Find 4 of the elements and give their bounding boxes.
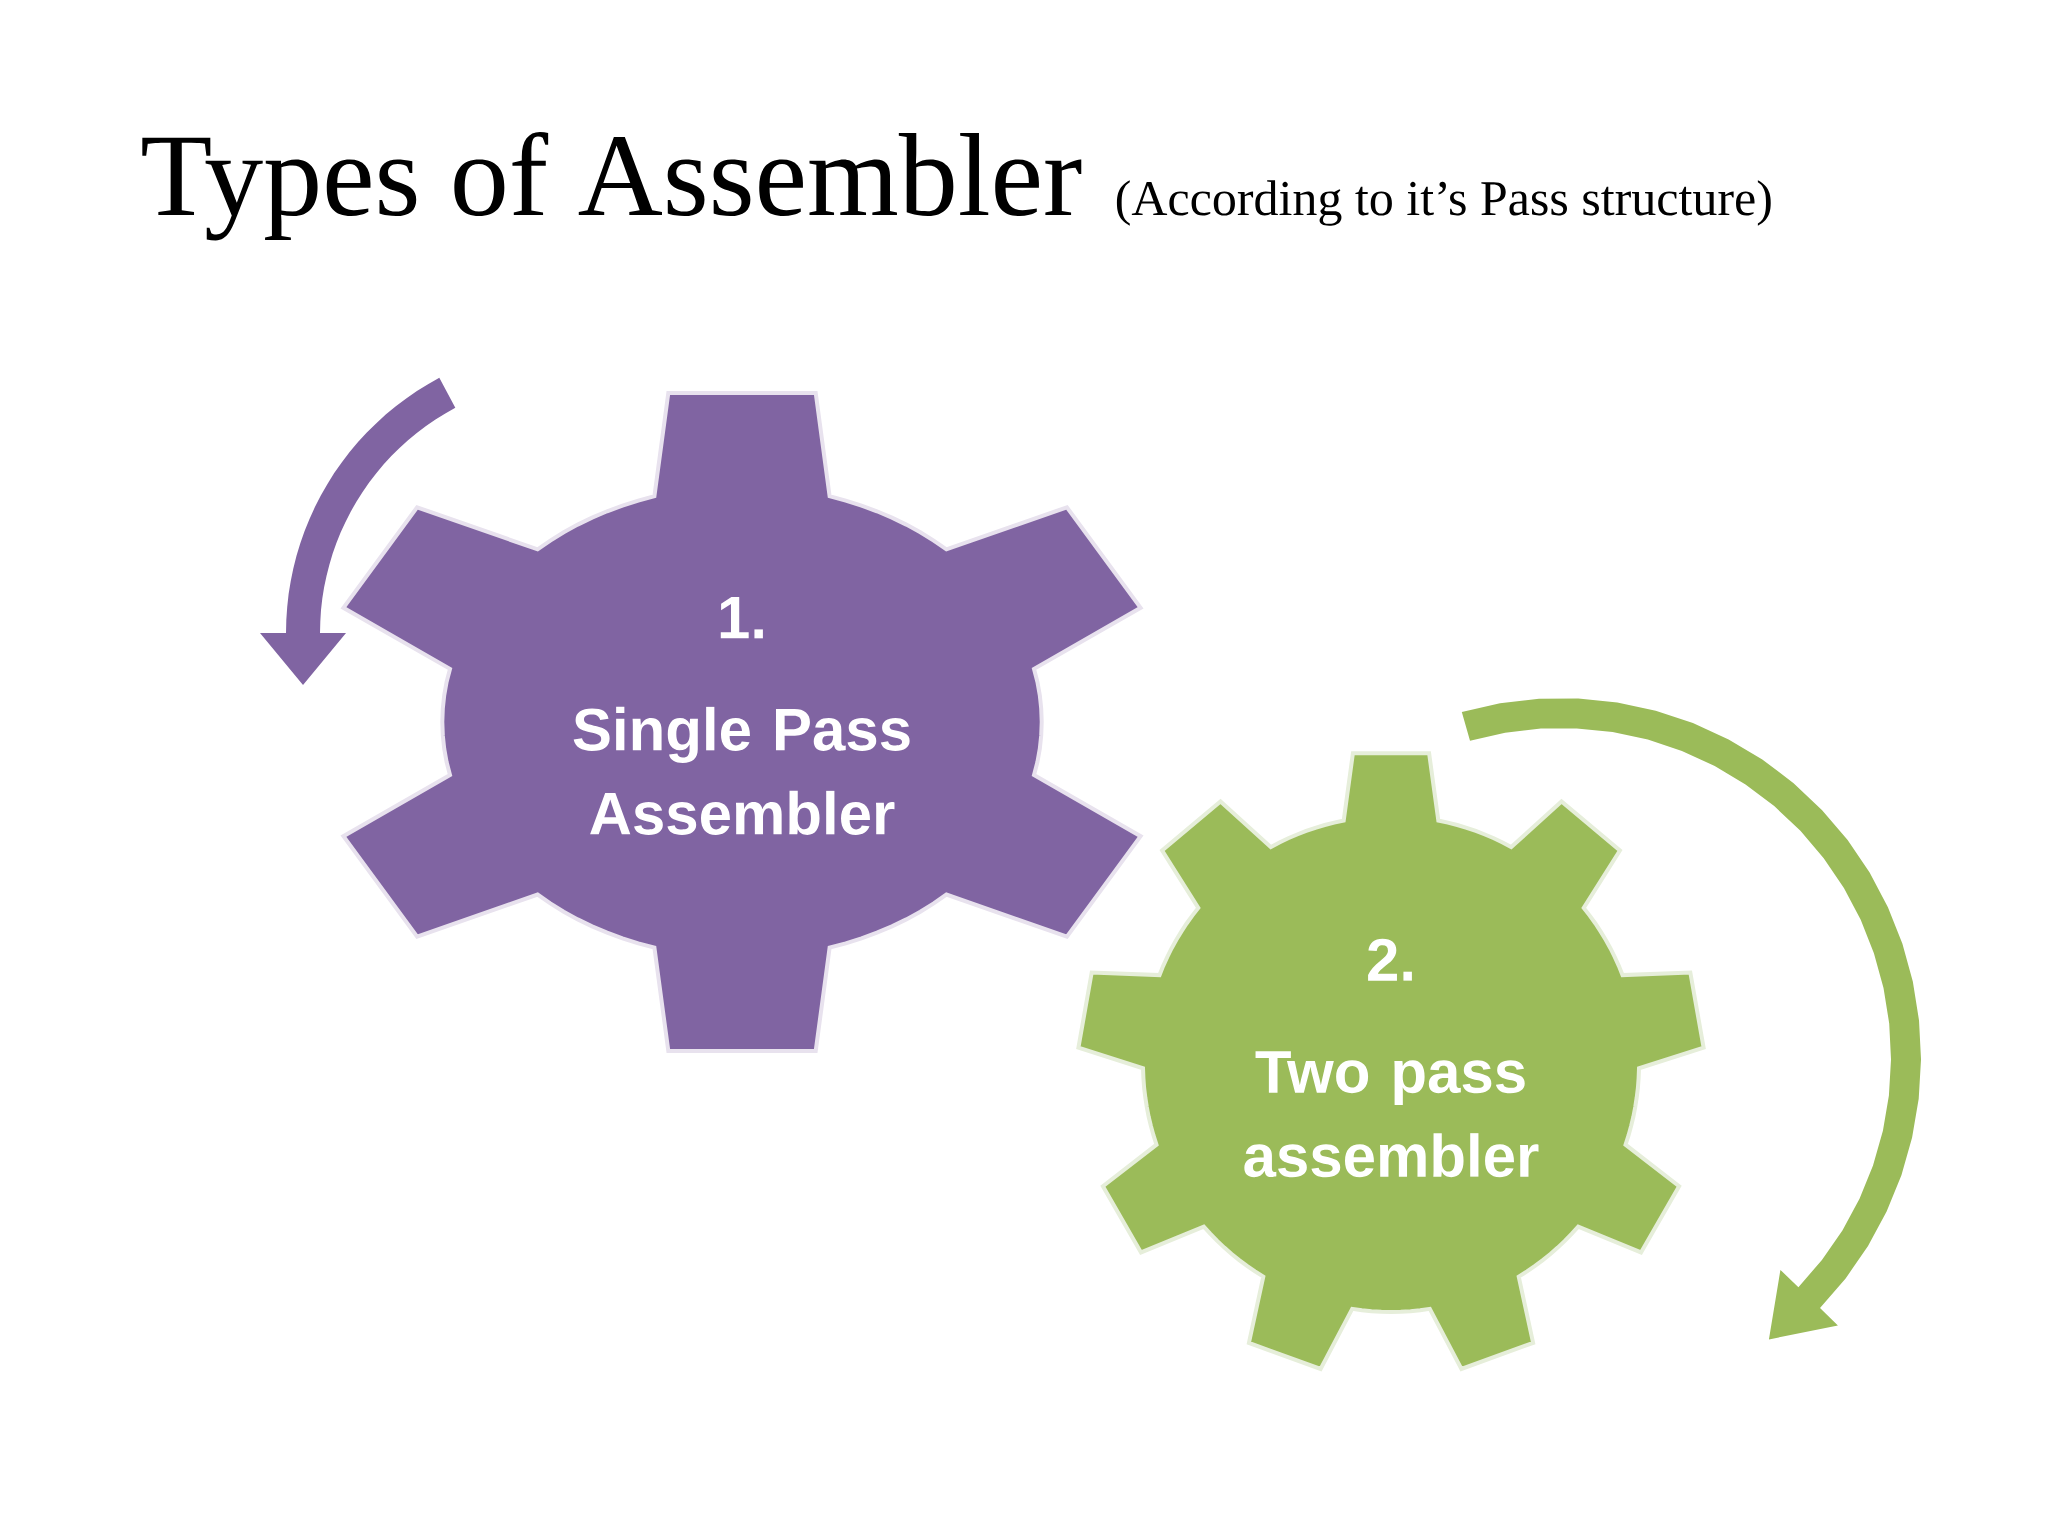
gear: 1. Single Pass Assembler [340, 391, 1144, 1053]
title: Types of Assembler [142, 131, 1082, 241]
gear: 2. Two pass assembler [1076, 751, 1706, 1372]
subtitle: (According to it’s Pass structure) [1116, 180, 1771, 226]
